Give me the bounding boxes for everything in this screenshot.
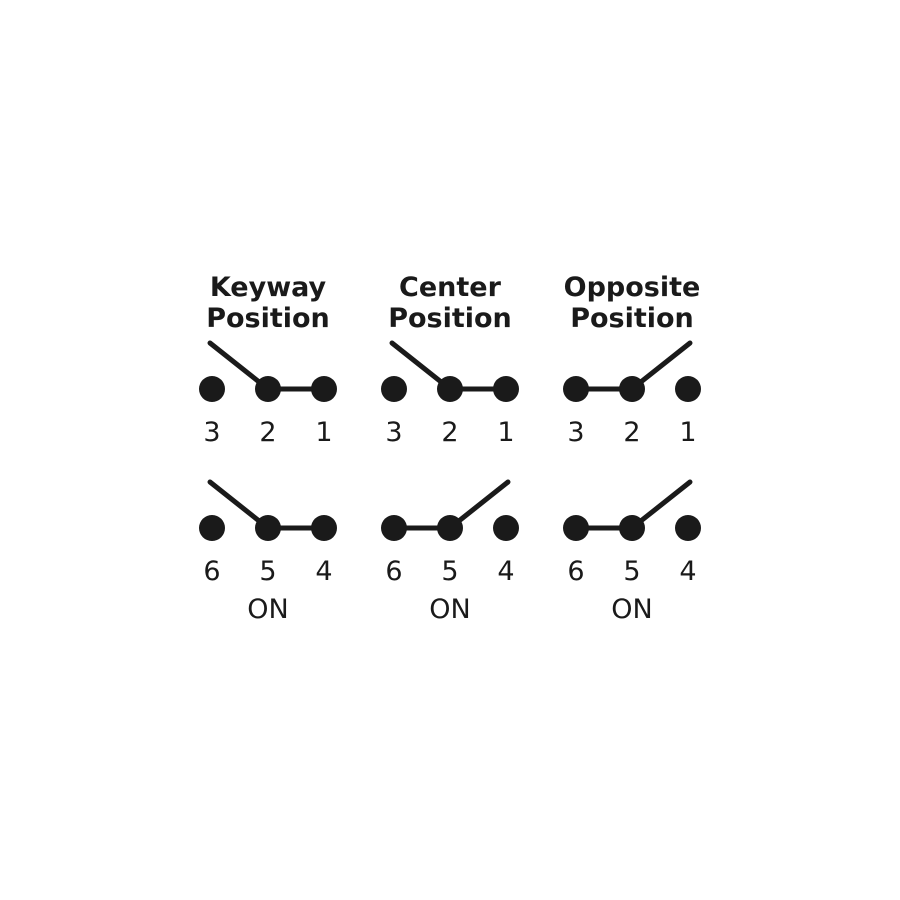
terminal-dot bbox=[493, 376, 519, 402]
position-title-line: Keyway bbox=[210, 272, 327, 303]
on-caption: ON bbox=[429, 594, 470, 625]
terminal-dot bbox=[675, 376, 701, 402]
terminal-number: 3 bbox=[203, 417, 220, 448]
on-caption: ON bbox=[611, 594, 652, 625]
on-caption: ON bbox=[247, 594, 288, 625]
terminal-number: 6 bbox=[203, 556, 220, 587]
position-title-line: Position bbox=[388, 303, 512, 334]
position-title-line: Center bbox=[399, 272, 502, 303]
terminal-number: 4 bbox=[679, 556, 696, 587]
terminal-dot bbox=[619, 515, 645, 541]
terminal-number: 1 bbox=[497, 417, 514, 448]
terminal-number: 3 bbox=[567, 417, 584, 448]
terminal-number: 6 bbox=[567, 556, 584, 587]
terminal-number: 4 bbox=[315, 556, 332, 587]
terminal-dot bbox=[255, 376, 281, 402]
terminal-dot bbox=[493, 515, 519, 541]
switch: 3 2 1 bbox=[381, 340, 519, 448]
terminal-number: 1 bbox=[315, 417, 332, 448]
position-title-line: Position bbox=[570, 303, 694, 334]
terminal-dot bbox=[199, 515, 225, 541]
terminal-dot bbox=[437, 515, 463, 541]
terminal-dot bbox=[311, 376, 337, 402]
switch: 6 5 4 bbox=[199, 479, 337, 587]
terminal-number: 5 bbox=[441, 556, 458, 587]
terminal-number: 1 bbox=[679, 417, 696, 448]
terminal-dot bbox=[619, 376, 645, 402]
terminal-number: 2 bbox=[441, 417, 458, 448]
position-title-line: Position bbox=[206, 303, 330, 334]
terminal-dot bbox=[675, 515, 701, 541]
terminal-dot bbox=[563, 376, 589, 402]
switch: 6 5 4 bbox=[381, 479, 519, 587]
switch: 3 2 1 bbox=[199, 340, 337, 448]
terminal-dot bbox=[199, 376, 225, 402]
terminal-dot bbox=[311, 515, 337, 541]
terminal-number: 2 bbox=[259, 417, 276, 448]
terminal-dot bbox=[381, 376, 407, 402]
switch: 3 2 1 bbox=[563, 340, 701, 448]
terminal-dot bbox=[381, 515, 407, 541]
terminal-number: 6 bbox=[385, 556, 402, 587]
terminal-dot bbox=[563, 515, 589, 541]
terminal-dot bbox=[437, 376, 463, 402]
switch: 6 5 4 bbox=[563, 479, 701, 587]
terminal-number: 5 bbox=[623, 556, 640, 587]
terminal-number: 4 bbox=[497, 556, 514, 587]
position-title-line: Opposite bbox=[564, 272, 701, 303]
terminal-dot bbox=[255, 515, 281, 541]
terminal-number: 3 bbox=[385, 417, 402, 448]
terminal-number: 5 bbox=[259, 556, 276, 587]
terminal-number: 2 bbox=[623, 417, 640, 448]
